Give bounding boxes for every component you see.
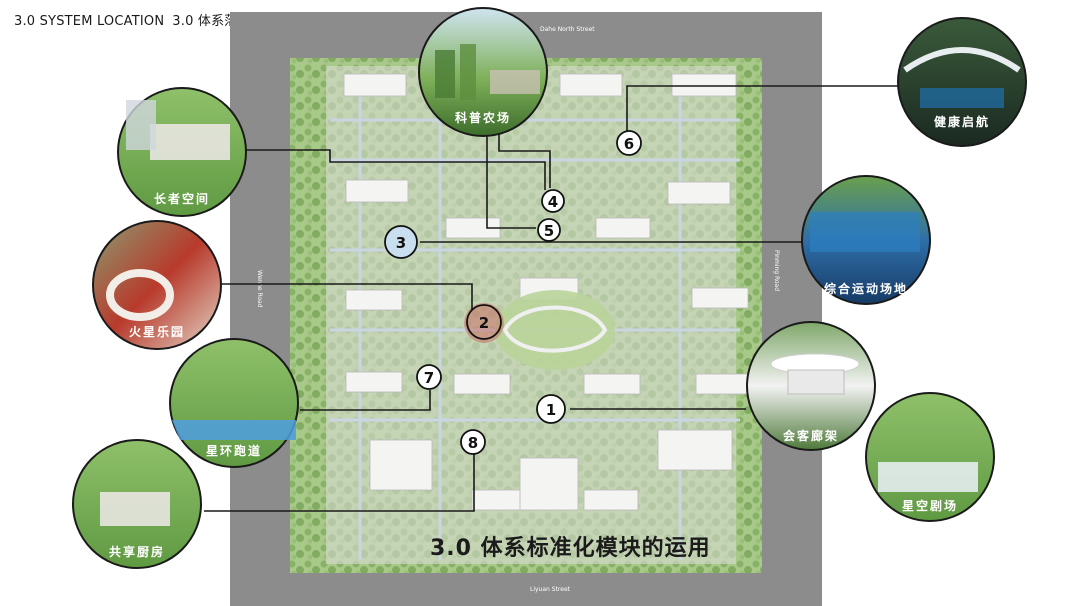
photo-reception-pavilion: 会客廊架 — [746, 321, 876, 451]
street-north: Dahe North Street — [540, 26, 595, 33]
svg-text:星空剧场: 星空剧场 — [902, 498, 958, 513]
leader-line-7 — [300, 390, 431, 411]
svg-text:5: 5 — [544, 222, 554, 240]
svg-text:4: 4 — [548, 193, 558, 211]
svg-text:火星乐园: 火星乐园 — [129, 324, 185, 339]
photo-shared-kitchen: 共享厨房 — [72, 439, 202, 569]
leader-line-4 — [498, 125, 551, 188]
marker-7: 7 — [416, 364, 442, 390]
header-title-en: 3.0 SYSTEM LOCATION — [14, 14, 165, 29]
photo-sports-field: 综合运动场地 — [801, 175, 931, 305]
leader-line-5 — [486, 125, 536, 229]
svg-text:8: 8 — [468, 434, 478, 452]
leader-line-4b — [245, 149, 546, 190]
street-east: Pinming Road — [773, 250, 780, 291]
leader-lines — [204, 85, 899, 512]
leader-line-8 — [204, 454, 475, 512]
leader-line-6 — [626, 85, 899, 132]
bottom-title: 3.0 体系标准化模块的运用 — [430, 536, 711, 561]
svg-text:科普农场: 科普农场 — [455, 110, 511, 125]
number-markers: 1 2 3 4 5 6 7 8 — [384, 130, 642, 455]
leader-line-2 — [222, 283, 473, 310]
marker-2: 2 — [466, 304, 502, 340]
svg-text:1: 1 — [546, 401, 556, 419]
buildings — [343, 73, 749, 511]
photo-star-ring-track: 星环跑道 — [169, 338, 299, 468]
marker-3: 3 — [384, 225, 418, 259]
svg-text:健康启航: 健康启航 — [934, 114, 990, 129]
svg-text:会客廊架: 会客廊架 — [783, 428, 839, 443]
marker-1: 1 — [536, 394, 566, 424]
svg-text:7: 7 — [424, 369, 434, 387]
photo-science-farm: 科普农场 — [418, 7, 548, 137]
svg-text:2: 2 — [479, 314, 489, 332]
svg-text:6: 6 — [624, 135, 634, 153]
marker-4: 4 — [541, 189, 565, 213]
photo-health-start: 健康启航 — [897, 17, 1027, 147]
svg-text:星环跑道: 星环跑道 — [206, 443, 262, 458]
central-garden — [464, 290, 615, 370]
module-photos: 科普农场 健康启航 长者空间 综合运动场地 火星乐园 会客廊架 — [72, 7, 1027, 569]
photo-elderly-space: 长者空间 — [117, 87, 247, 217]
svg-text:综合运动场地: 综合运动场地 — [824, 281, 908, 296]
street-south: Liyuan Street — [530, 586, 571, 593]
street-west: Wenhe Road — [256, 270, 263, 308]
marker-8: 8 — [460, 429, 486, 455]
marker-5: 5 — [537, 218, 561, 242]
marker-6: 6 — [616, 130, 642, 156]
svg-text:3: 3 — [396, 234, 406, 252]
svg-text:长者空间: 长者空间 — [154, 191, 210, 206]
photo-mars-park: 火星乐园 — [92, 220, 222, 350]
svg-text:共享厨房: 共享厨房 — [109, 544, 165, 559]
photo-starry-theater: 星空剧场 — [865, 392, 995, 522]
